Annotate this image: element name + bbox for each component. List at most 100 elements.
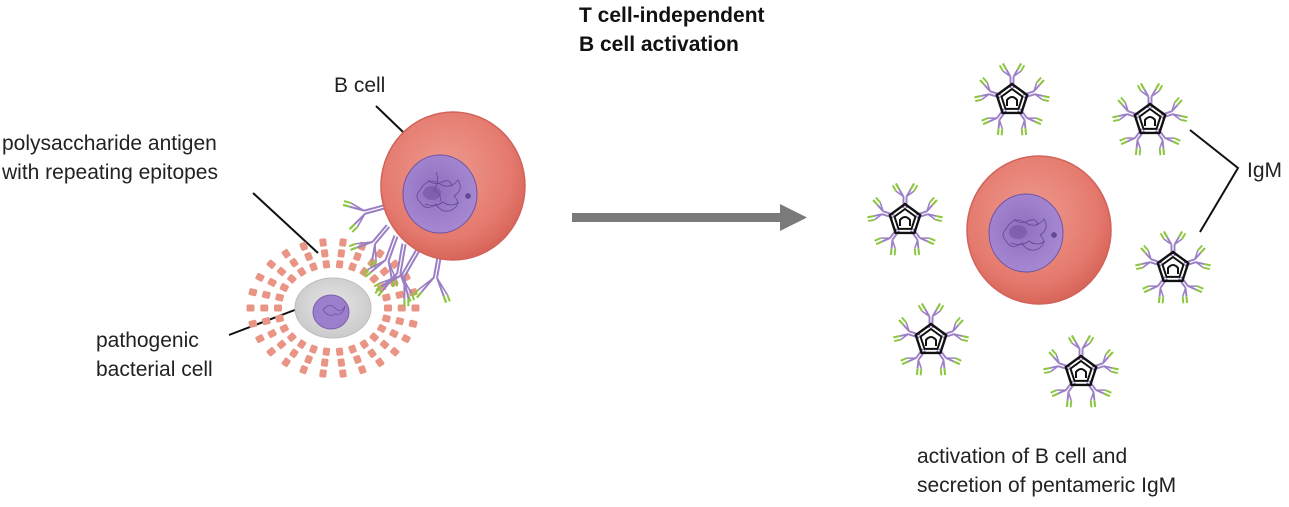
epitope: [255, 272, 265, 282]
epitope: [275, 293, 285, 302]
epitope: [348, 344, 357, 354]
antibody-icon: [1050, 380, 1076, 408]
bacterium-label-line-1: pathogenic: [96, 329, 199, 352]
epitope: [320, 358, 329, 367]
result-label-line-2: secretion of pentameric IgM: [917, 474, 1177, 497]
chromatin: [416, 171, 471, 212]
epitope: [375, 357, 385, 368]
b-cell-label: B cell: [334, 74, 386, 97]
epitope: [353, 354, 362, 364]
epitope: [299, 241, 309, 251]
epitope: [389, 329, 399, 338]
igm-pentamer-icon: [1135, 230, 1211, 304]
epitope: [357, 365, 367, 375]
antibody-icon: [1136, 82, 1164, 108]
epitope: [299, 365, 309, 375]
antibody-icon: [348, 224, 390, 268]
epitope: [261, 317, 271, 326]
epitope: [359, 339, 369, 349]
antibody-icon: [900, 348, 926, 376]
chromatin: [1002, 218, 1057, 251]
antibody-icon: [373, 248, 421, 307]
epitope: [384, 304, 392, 312]
igm-leader-line: [1189, 129, 1240, 233]
epitope: [289, 258, 299, 268]
nucleoid-dna: [322, 305, 346, 316]
activated-b-cell: [966, 155, 1112, 305]
epitope: [337, 249, 346, 258]
antibody-icon: [374, 243, 416, 302]
epitope: [381, 314, 391, 323]
epitope: [275, 314, 285, 323]
antibody-icon: [1178, 276, 1204, 304]
epitope: [337, 358, 346, 367]
bacterial-nucleoid: [312, 294, 350, 330]
antibody-icon: [1160, 96, 1188, 122]
epitope: [390, 347, 400, 357]
antibody-icon: [1119, 128, 1145, 156]
antibody-icon: [981, 108, 1007, 136]
epitope: [369, 274, 379, 284]
epitope: [276, 266, 287, 277]
epitope: [322, 347, 331, 356]
epitope: [248, 288, 258, 297]
antibody-icon: [893, 316, 921, 342]
epitope: [309, 344, 318, 354]
epitope: [339, 369, 347, 378]
pathogenic-bacterial-cell: [246, 238, 420, 378]
epitope: [367, 348, 377, 358]
epitope: [408, 319, 418, 328]
diagram-title-line-1: T cell-independent: [579, 4, 765, 27]
epitope: [369, 332, 379, 342]
epitope: [281, 357, 291, 368]
epitope: [274, 304, 282, 312]
epitope: [255, 334, 265, 344]
epitope: [297, 267, 307, 277]
bacterium-label-line-2: bacterial cell: [96, 358, 213, 381]
antigen-label-line-2: with repeating epitopes: [2, 161, 218, 184]
epitope: [401, 334, 411, 344]
igm-pentamer-icon: [974, 62, 1050, 136]
epitope: [390, 259, 400, 269]
epitope: [289, 348, 299, 358]
epitope: [379, 339, 390, 350]
epitope: [379, 266, 390, 277]
igm-pentamer-icon: [1112, 82, 1188, 156]
antibody-icon: [936, 348, 962, 376]
antibody-icon: [998, 62, 1026, 88]
antibody-icon: [1022, 76, 1050, 102]
epitope: [260, 304, 269, 312]
epitope: [319, 369, 327, 378]
antibody-icon: [910, 228, 936, 256]
epitope: [353, 252, 362, 262]
epitope: [287, 332, 297, 342]
antibody-icon: [1086, 380, 1112, 408]
epitope: [248, 319, 258, 328]
epitope: [246, 304, 255, 312]
epitope: [322, 260, 331, 269]
epitope: [261, 290, 271, 299]
epitope: [411, 304, 420, 312]
b-cell: [380, 111, 526, 261]
epitope: [309, 262, 318, 272]
antibody-icon: [1017, 108, 1043, 136]
igm-label: IgM: [1247, 159, 1283, 182]
antibody-icon: [1155, 128, 1181, 156]
epitope: [266, 259, 276, 269]
igm-pentamers: [867, 62, 1211, 408]
epitope: [304, 252, 313, 262]
antigen-label-line-1: polysaccharide antigen: [2, 132, 217, 155]
epitope: [348, 262, 357, 272]
epitope: [335, 347, 344, 356]
epitope: [375, 248, 385, 259]
epitope: [266, 347, 276, 357]
epitope: [276, 339, 287, 350]
epitope: [335, 260, 344, 269]
epitope: [287, 274, 297, 284]
epitope: [395, 317, 405, 326]
diagram-title-line-2: B cell activation: [579, 33, 739, 56]
epitope: [381, 293, 391, 302]
epitope: [267, 329, 277, 338]
